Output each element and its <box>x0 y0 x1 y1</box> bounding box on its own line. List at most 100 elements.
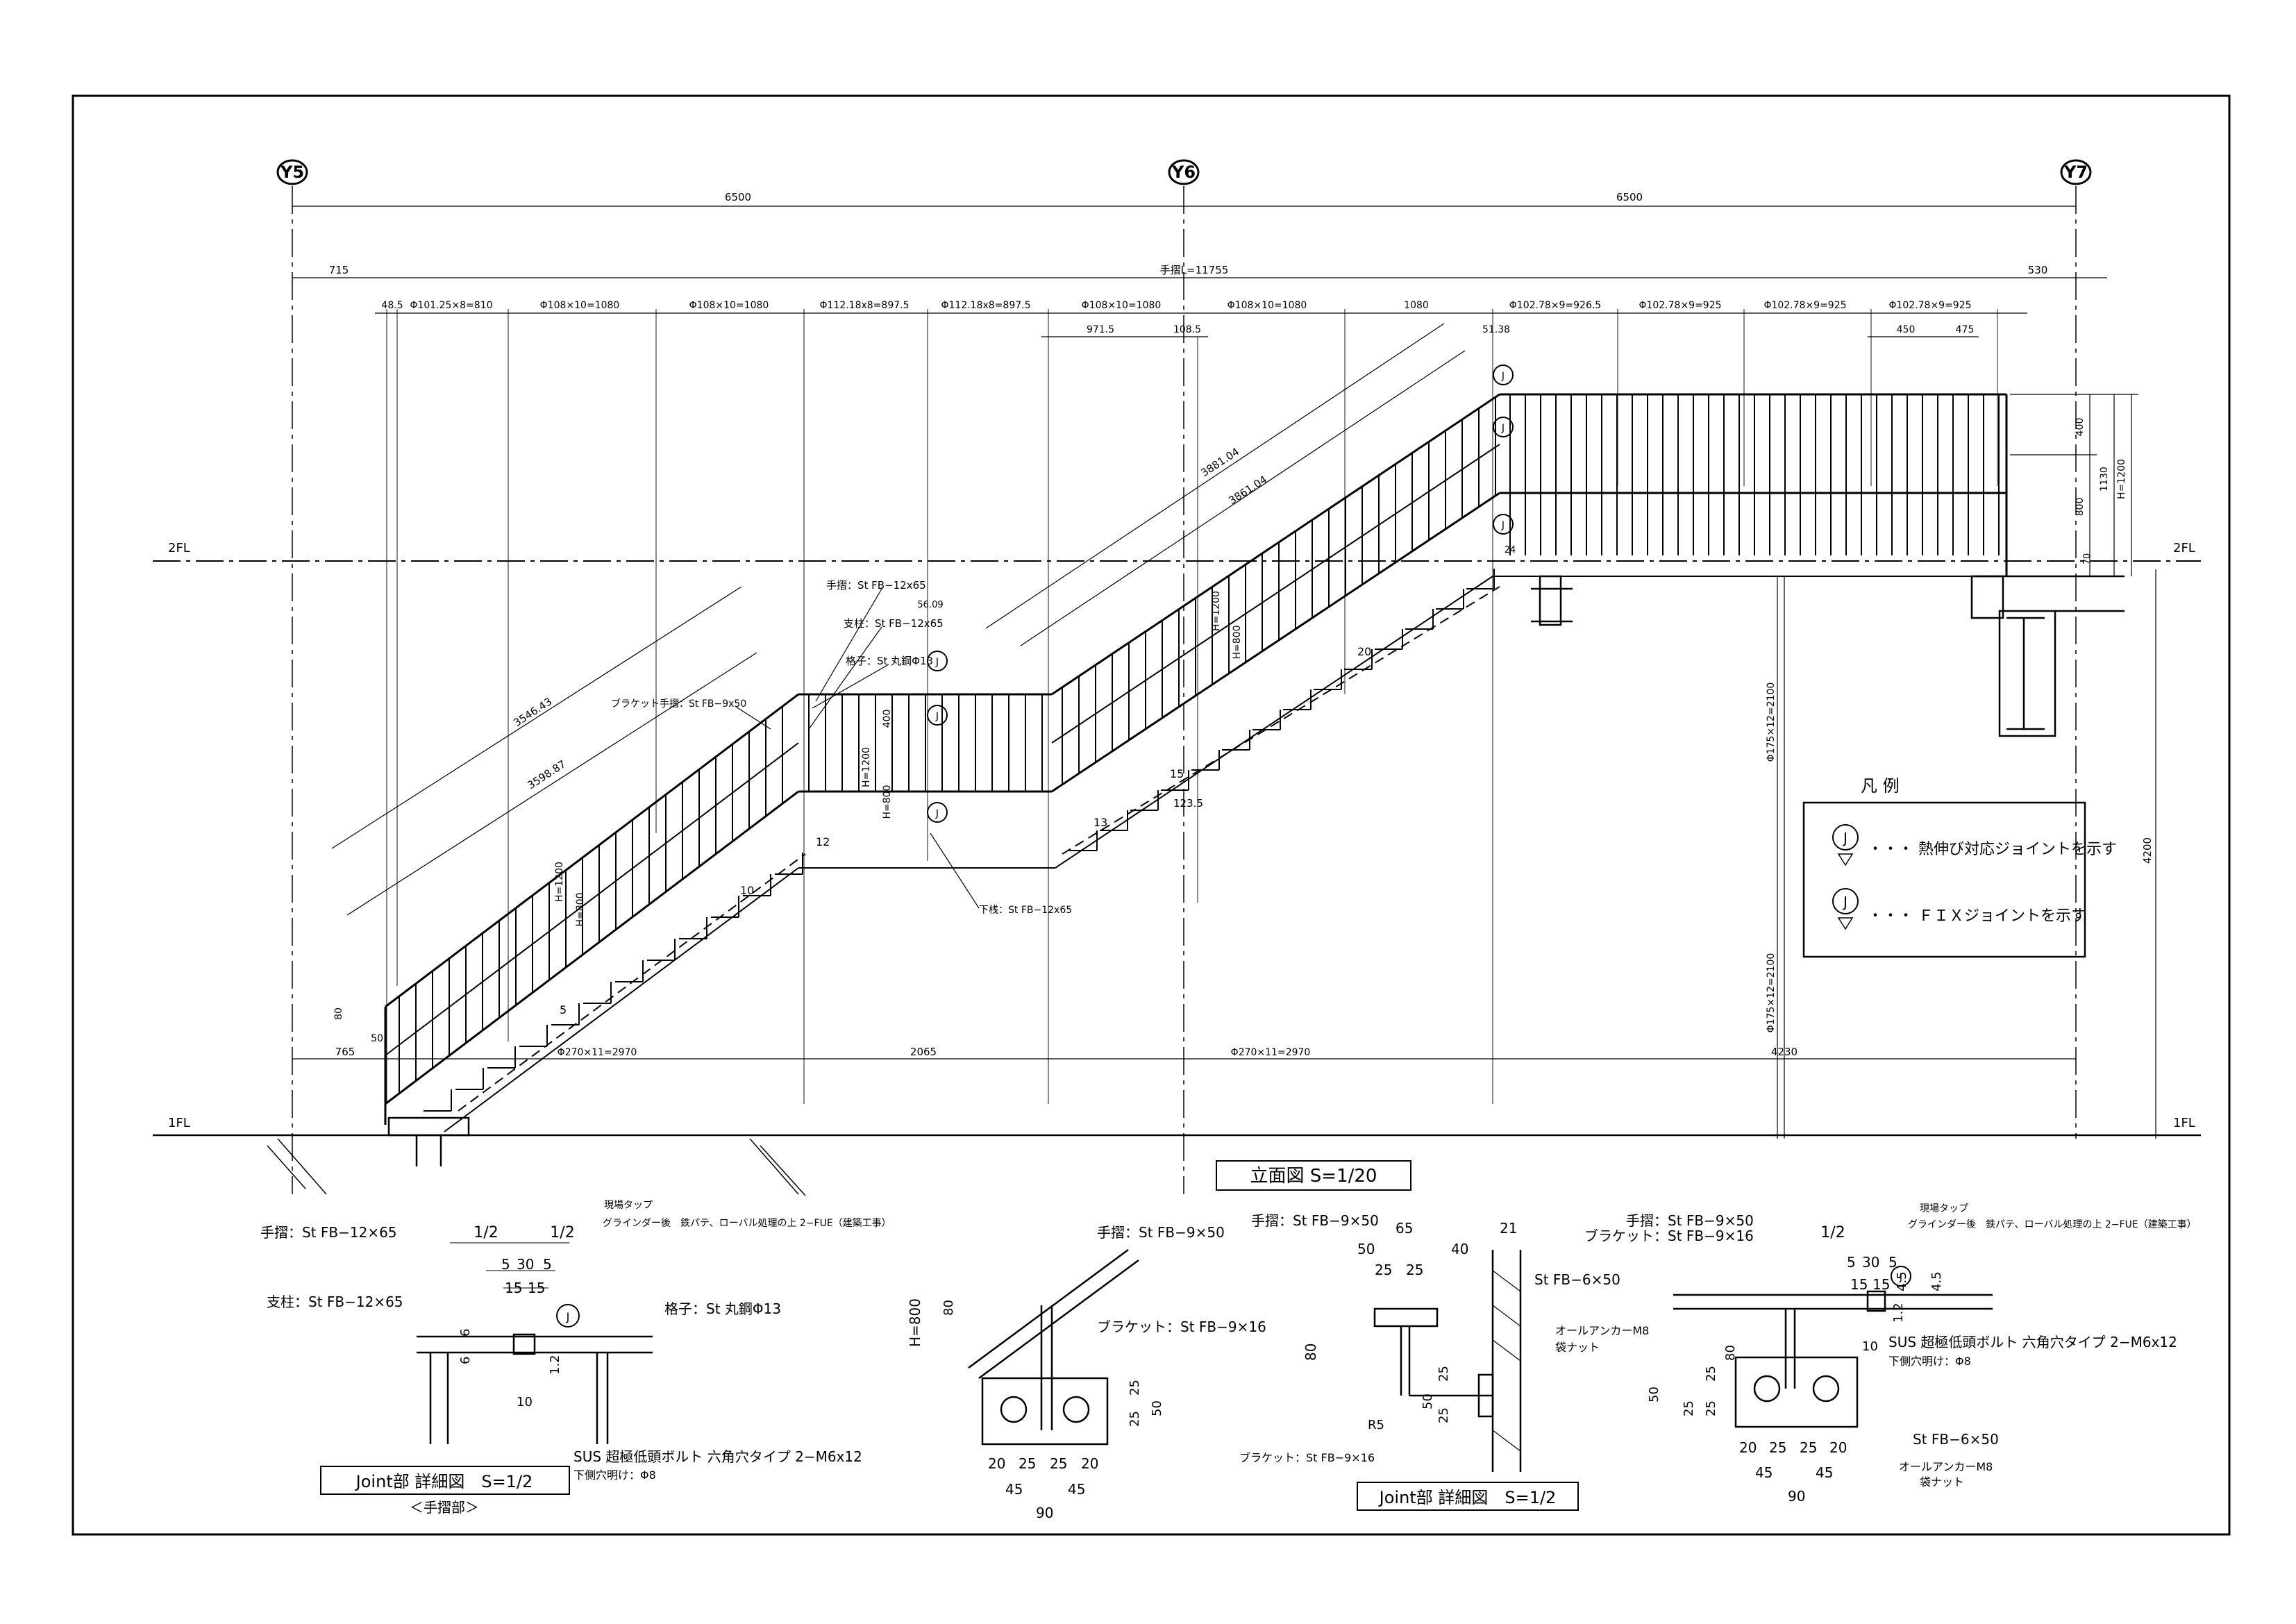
d1-half-b: 1/2 <box>550 1224 574 1241</box>
d3-50a: 50 <box>1357 1241 1375 1257</box>
joint-symbol-mid-top: J <box>927 651 948 671</box>
d1-finish: グラインダー後 鉄パテ、ローバル処理の上 2−FUE（建築工事） <box>603 1218 891 1229</box>
d2-25b: 25 <box>1128 1411 1142 1427</box>
d4-bolt: SUS 超極低頭ボルト 六角穴タイプ 2−M6x12 <box>1888 1334 2177 1350</box>
svg-text:J: J <box>1501 371 1505 382</box>
d1-30: 30 <box>517 1256 534 1273</box>
d1-half-a: 1/2 <box>474 1224 498 1241</box>
legend-box: 凡 例 J ・・・ 熱伸び対応ジョイントを示す J ・・・ ＦＩＸジョイントを示… <box>1802 776 2117 958</box>
callout-leaders <box>735 588 980 909</box>
rail-h1200-right: H=1200 <box>2116 459 2127 499</box>
callout-lower-rail: 下桟：St FB−12x65 <box>979 905 1072 916</box>
step-number-10: 10 <box>740 884 754 897</box>
d2-90: 90 <box>1036 1505 1053 1521</box>
d3-25b: 25 <box>1406 1262 1423 1278</box>
d3-anchor: オールアンカーM8 <box>1555 1324 1649 1337</box>
legend-symbol-expansion: J <box>1832 824 1859 867</box>
dim-seg-8: 1080 <box>1404 300 1429 311</box>
handrail-balusters <box>399 394 2000 1094</box>
svg-text:J: J <box>1842 830 1847 846</box>
dim-bottom-4230: 4230 <box>1771 1046 1798 1058</box>
callout-handrail: 手摺：St FB−12x65 <box>826 579 926 592</box>
d4-12: 1.2 <box>1891 1303 1906 1323</box>
d4-5b: 5 <box>1888 1254 1897 1271</box>
step-width-123: 123.5 <box>1173 797 1203 810</box>
sloped-dimension-lines <box>331 323 1466 916</box>
d1-10: 10 <box>517 1395 533 1409</box>
d1-5a: 5 <box>501 1256 510 1273</box>
d3-title: Joint部 詳細図 S=1/2 <box>1378 1488 1557 1507</box>
d3-plate: St FB−6×50 <box>1534 1271 1620 1288</box>
d4-25c: 25 <box>1704 1400 1718 1416</box>
d3-r5: R5 <box>1368 1418 1384 1432</box>
column-dim-upper: Φ175×12=2100 <box>1766 683 1777 762</box>
d4-10: 10 <box>1862 1339 1878 1354</box>
steel-beam-section <box>1531 575 2125 737</box>
level-2fl-right: 2FL <box>2173 541 2195 555</box>
svg-text:J: J <box>1501 520 1505 531</box>
right-height-dimlines <box>2010 394 2138 576</box>
dim-seg-7: Φ108×10=1080 <box>1227 300 1307 311</box>
d1-6b: 6 <box>458 1357 473 1364</box>
d1-handrail: 手摺：St FB−12×65 <box>260 1224 397 1241</box>
d4-25a: 25 <box>1704 1366 1718 1382</box>
step-number-20: 20 <box>1357 645 1371 658</box>
dim-seg-4: Φ112.18x8=897.5 <box>819 300 909 311</box>
segment-extension-lines <box>386 309 1998 1104</box>
dim-span-a: 6500 <box>725 191 751 203</box>
d3-bracket: ブラケット：St FB−9×16 <box>1239 1451 1375 1464</box>
d4-45d: 45 <box>1816 1464 1833 1481</box>
svg-text:J: J <box>935 808 939 819</box>
callout-bracket: ブラケット手摺：St FB−9x50 <box>611 698 746 710</box>
grid-bubble-y5: Y5 <box>276 159 308 185</box>
dim-seg-11: Φ102.78×9=925 <box>1763 300 1846 311</box>
d3-50b: 50 <box>1421 1393 1435 1409</box>
column-height-total: 4200 <box>2141 837 2154 864</box>
d4-half: 1/2 <box>1820 1224 1845 1241</box>
d4-45c: 45 <box>1755 1464 1773 1481</box>
dim-bottom-2970a: Φ270×11=2970 <box>558 1047 637 1058</box>
detail-2-bracket: 手摺：St FB−9×50 ブラケット：St FB−9×16 80 H=800 … <box>907 1224 1266 1521</box>
grid-lines <box>292 186 2077 1194</box>
dim-sub-971: 971.5 <box>1087 324 1114 335</box>
dim-bottom-2970b: Φ270×11=2970 <box>1231 1047 1311 1058</box>
d3-25c: 25 <box>1436 1366 1451 1382</box>
dim-sub-51: 51.38 <box>1482 324 1510 335</box>
legend-item-fix: ・・・ ＦＩＸジョイントを示す <box>1868 907 2086 925</box>
d4-bracket: ブラケット：St FB−9×16 <box>1584 1228 1754 1244</box>
callout-baluster: 格子：St 丸鋼Φ13 <box>846 655 933 667</box>
d1-6a: 6 <box>458 1329 473 1337</box>
dim-right-offset: 530 <box>2028 264 2048 276</box>
d3-25a: 25 <box>1375 1262 1392 1278</box>
grid-label-y5: Y5 <box>280 162 304 182</box>
stair-treads-upper <box>1069 569 1495 851</box>
d4-finish: グラインダー後 鉄パテ、ローバル処理の上 2−FUE（建築工事） <box>1908 1219 2197 1230</box>
sheet-frame <box>72 94 2231 1536</box>
step-number-12: 12 <box>816 835 830 848</box>
d4-25b: 25 <box>1682 1400 1696 1416</box>
dim-sub-56: 56.09 <box>917 600 943 610</box>
elevation-title: 立面図 S=1/20 <box>1250 1166 1377 1187</box>
level-2fl-left: 2FL <box>168 541 190 555</box>
svg-text:J: J <box>1842 894 1847 910</box>
dim-seg-2: Φ108×10=1080 <box>540 300 620 311</box>
level-1fl-right: 1FL <box>2173 1116 2195 1130</box>
d1-post: 支柱：St FB−12×65 <box>267 1294 403 1310</box>
rail-h1200-left: H=1200 <box>554 862 565 902</box>
d4-5: 5 <box>1847 1254 1856 1271</box>
detail-3-wall-bracket: 手摺：St FB−9×50 St FB−6×50 オールアンカーM8 袋ナット … <box>1239 1212 1649 1511</box>
level-1fl-left: 1FL <box>168 1116 190 1130</box>
dim-seg-3: Φ108×10=1080 <box>689 300 769 311</box>
dim-sub-108: 108.5 <box>1173 324 1201 335</box>
d3-21: 21 <box>1500 1220 1517 1237</box>
d2-20a: 20 <box>988 1455 1005 1472</box>
d3-nut: 袋ナット <box>1555 1341 1600 1354</box>
grid-label-y6: Y6 <box>1171 162 1196 182</box>
rail-400-mid: 400 <box>882 710 893 728</box>
d2-20b: 20 <box>1081 1455 1098 1472</box>
d1-bolt: SUS 超極低頭ボルト 六角穴タイプ 2−M6x12 <box>573 1448 862 1465</box>
step-number-15: 15 <box>1170 767 1184 780</box>
d1-15a: 15 <box>505 1280 522 1296</box>
d2-25d: 25 <box>1050 1455 1067 1472</box>
